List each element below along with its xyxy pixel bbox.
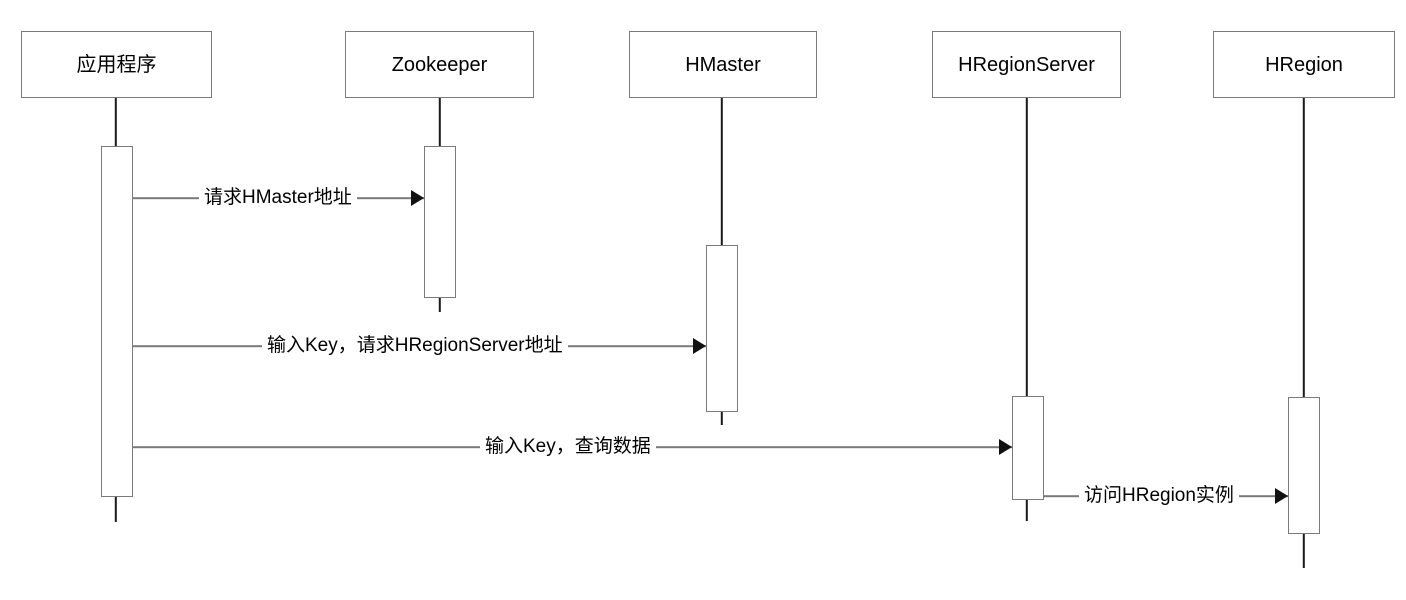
message-arrowhead-icon-msg-3 — [999, 439, 1012, 455]
message-arrowhead-icon-msg-4 — [1275, 488, 1288, 504]
message-label-msg-3: 输入Key，查询数据 — [480, 437, 656, 457]
activation-bar-hregion — [1288, 397, 1320, 534]
participant-box-app[interactable]: 应用程序 — [21, 31, 212, 98]
activation-bar-app — [101, 146, 133, 497]
message-label-msg-1: 请求HMaster地址 — [199, 188, 357, 208]
participant-box-hregion[interactable]: HRegion — [1213, 31, 1395, 98]
activation-bar-hregionserver — [1012, 396, 1044, 500]
participant-label-app: 应用程序 — [76, 53, 157, 76]
activation-bar-zookeeper — [424, 146, 456, 298]
participant-label-hregionserver: HRegionServer — [958, 53, 1095, 76]
message-label-msg-2: 输入Key，请求HRegionServer地址 — [262, 336, 568, 356]
participant-label-hmaster: HMaster — [685, 53, 761, 76]
message-label-msg-4: 访问HRegion实例 — [1079, 486, 1239, 506]
message-arrowhead-icon-msg-2 — [693, 338, 706, 354]
participant-box-hregionserver[interactable]: HRegionServer — [932, 31, 1121, 98]
lifeline-hregion — [1302, 98, 1306, 568]
activation-bar-hmaster — [706, 245, 738, 412]
lifeline-hregionserver — [1025, 98, 1029, 521]
message-arrowhead-icon-msg-1 — [411, 190, 424, 206]
participant-label-hregion: HRegion — [1265, 53, 1343, 76]
participant-box-zookeeper[interactable]: Zookeeper — [345, 31, 534, 98]
participant-box-hmaster[interactable]: HMaster — [629, 31, 817, 98]
participant-label-zookeeper: Zookeeper — [391, 53, 488, 76]
